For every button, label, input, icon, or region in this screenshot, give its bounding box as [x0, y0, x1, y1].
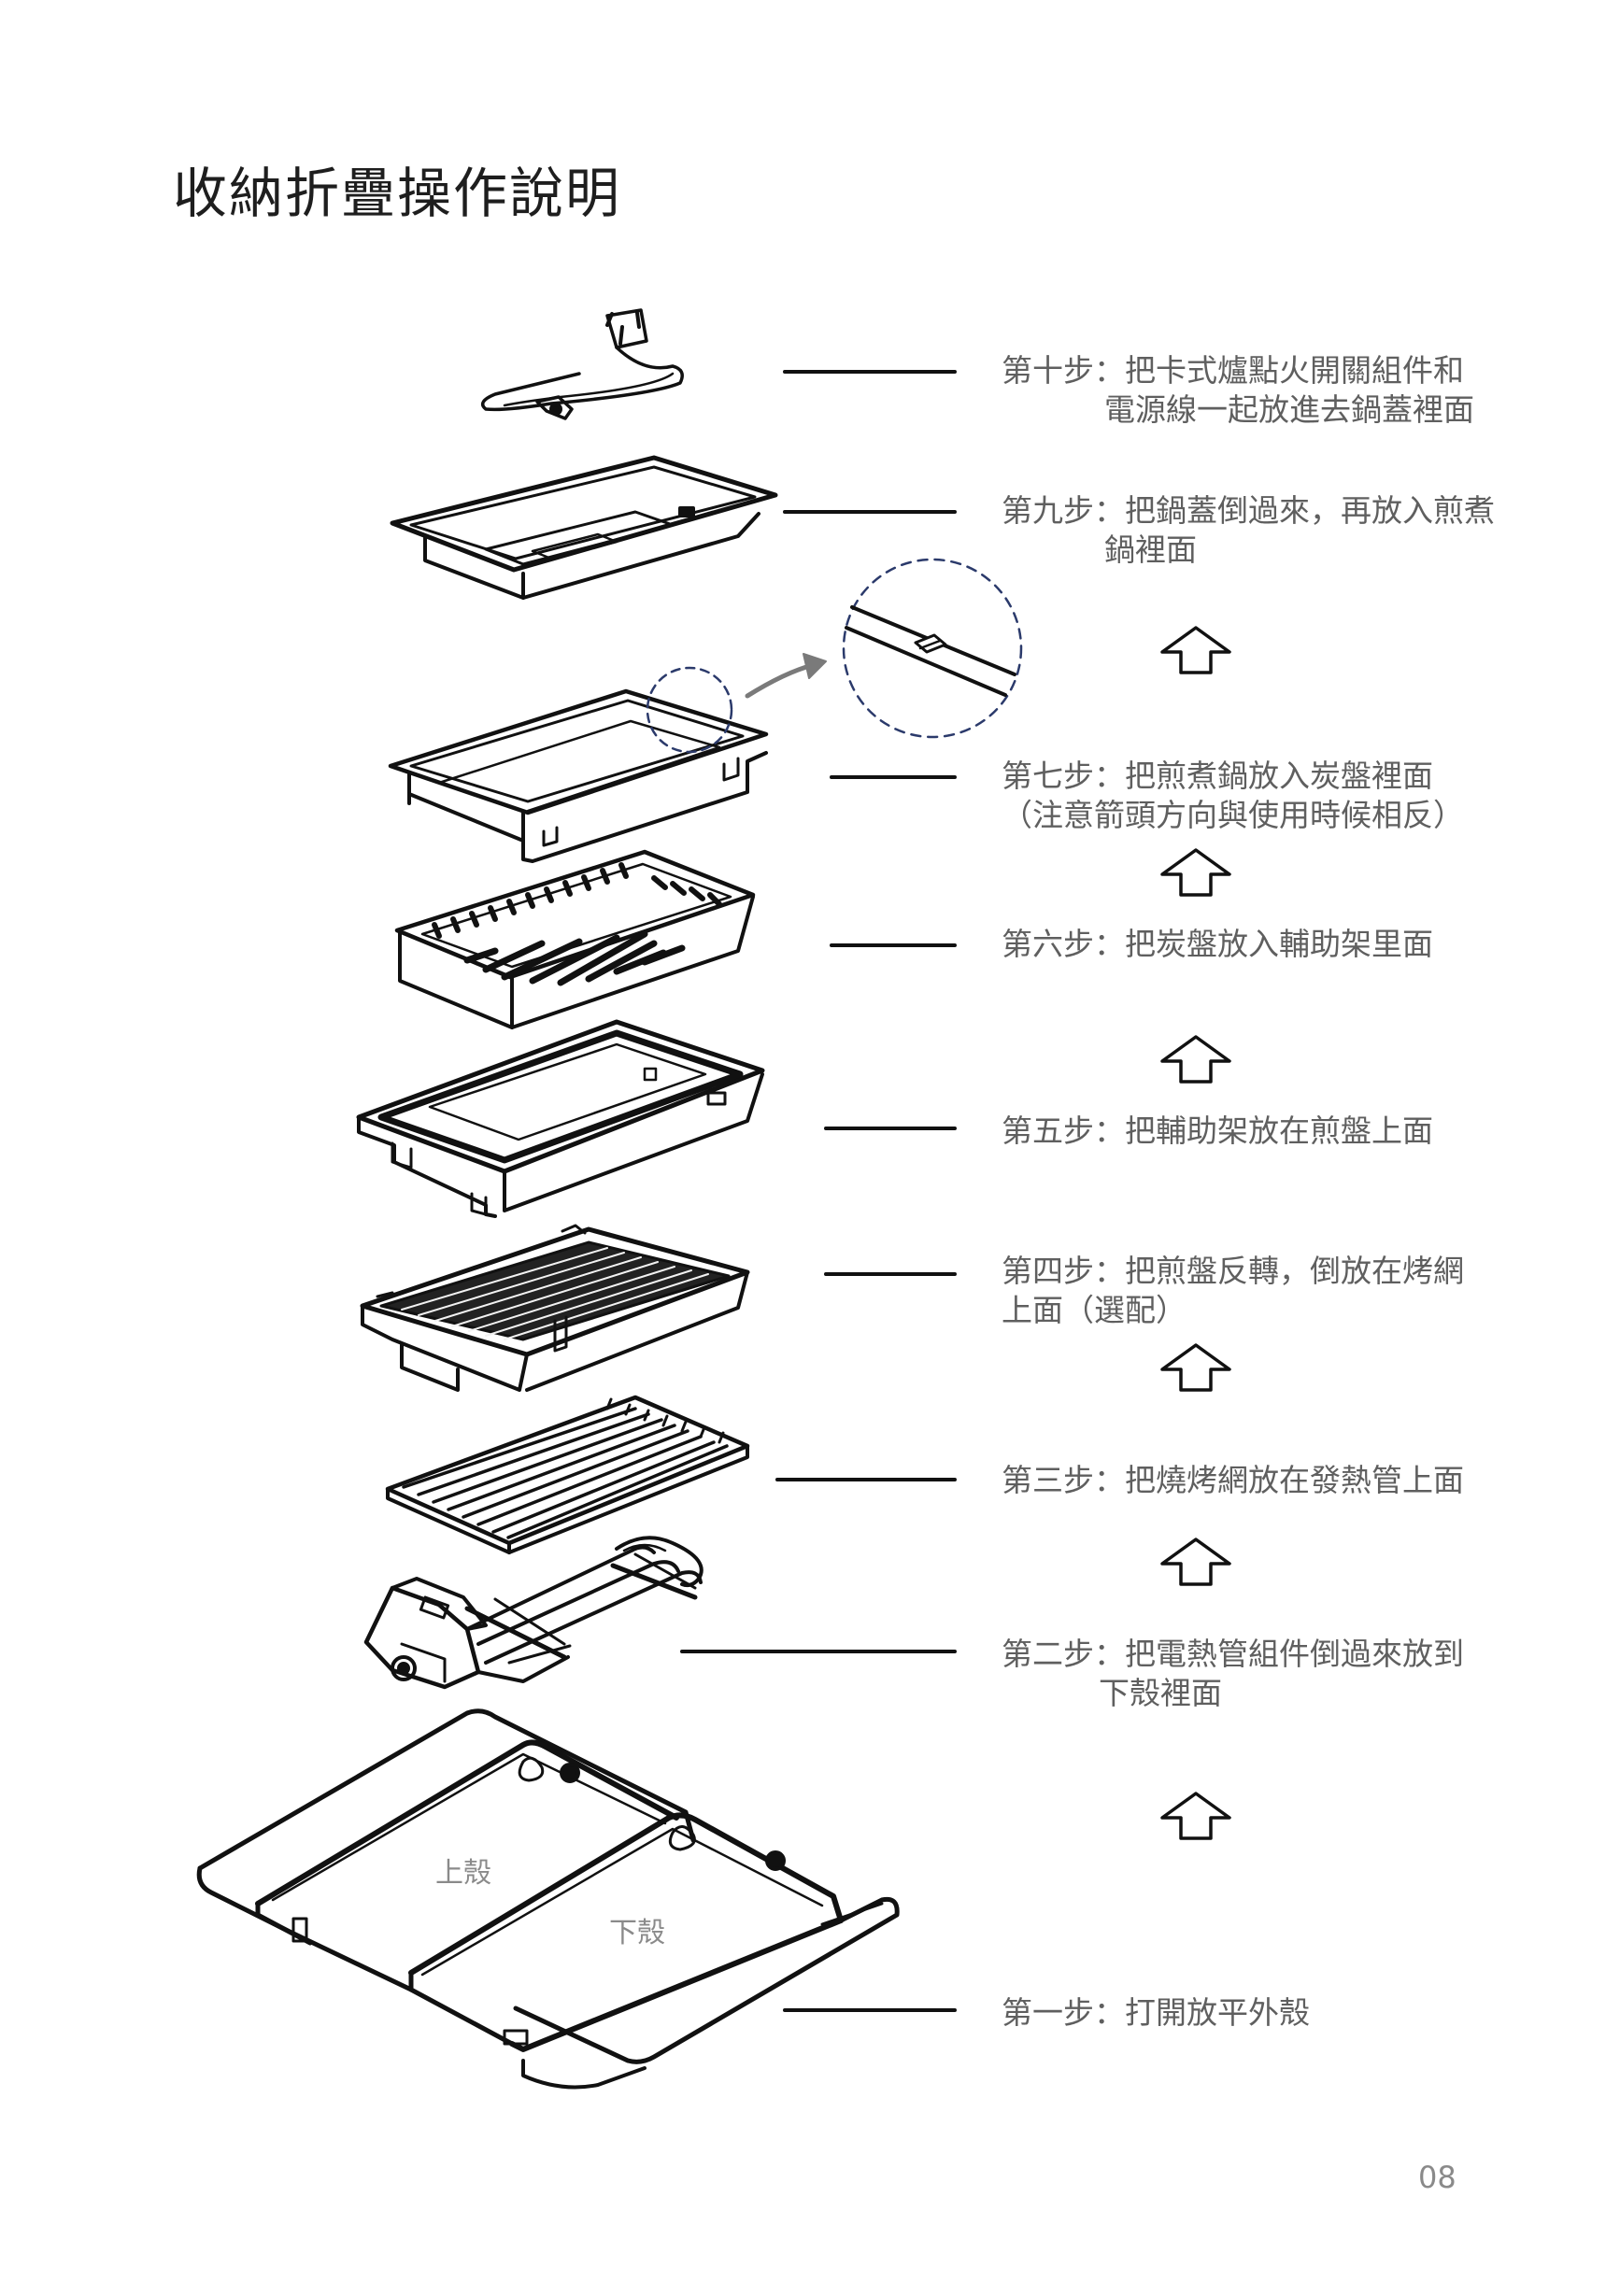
step-3-text: 第三步：把燒烤網放在發熱管上面 — [1002, 1461, 1464, 1500]
step-10-text: 第十步：把卡式爐點火開關組件和 電源線一起放進去鍋蓋裡面 — [1002, 351, 1474, 430]
up-arrows — [1160, 626, 1231, 1840]
hollow-up-arrow-icon — [1160, 1792, 1231, 1840]
step-6-line1: 第六步：把炭盤放入輔助架里面 — [1002, 926, 1433, 962]
outer-shell-component — [196, 1708, 900, 2090]
step-9-line2: 鍋裡面 — [1104, 531, 1197, 568]
step-4-line1: 第四步：把煎盤反轉，倒放在烤網 — [1002, 1253, 1464, 1289]
hollow-up-arrow-icon — [1160, 1538, 1231, 1586]
page-title: 收納折疊操作說明 — [173, 162, 622, 225]
step-1-line1: 第一步：打開放平外殼 — [1002, 1994, 1310, 2031]
hollow-up-arrow-icon — [1160, 1343, 1231, 1392]
step-4-line2: 上面（選配） — [1002, 1292, 1187, 1328]
charcoal-tray-component — [394, 849, 756, 1029]
lid-component — [390, 455, 778, 600]
step-5-line1: 第五步：把輔助架放在煎盤上面 — [1002, 1113, 1433, 1149]
hollow-up-arrow-icon — [1160, 626, 1231, 674]
step-10-line1: 第十步：把卡式爐點火開關組件和 — [1002, 352, 1464, 389]
step-7-line1: 第七步：把煎煮鍋放入炭盤裡面 — [1002, 758, 1433, 794]
page-number: 08 — [1418, 2160, 1457, 2195]
step-6-text: 第六步：把炭盤放入輔助架里面 — [1002, 925, 1433, 964]
step-2-line1: 第二步：把電熱管組件倒過來放到 — [1002, 1636, 1464, 1672]
step-7-line2: （注意箭頭方向與使用時候相反） — [1002, 797, 1464, 833]
step-9-text: 第九步：把鍋蓋倒過來，再放入煎煮 鍋裡面 — [1002, 491, 1495, 570]
step-1-text: 第一步：打開放平外殼 — [1002, 1993, 1310, 2033]
cooking-pot-component — [388, 558, 1023, 863]
griddle-plate-component — [360, 1224, 750, 1392]
lower-shell-label: 下殼 — [609, 1917, 665, 1949]
step-2-line2: 下殼裡面 — [1099, 1675, 1222, 1711]
step-4-text: 第四步：把煎盤反轉，倒放在烤網 上面（選配） — [1002, 1252, 1464, 1330]
step-9-line1: 第九步：把鍋蓋倒過來，再放入煎煮 — [1002, 492, 1495, 529]
step-2-text: 第二步：把電熱管組件倒過來放到 下殼裡面 — [1002, 1635, 1464, 1713]
step-5-text: 第五步：把輔助架放在煎盤上面 — [1002, 1112, 1433, 1151]
hollow-up-arrow-icon — [1160, 848, 1231, 897]
auxiliary-frame-component — [356, 1019, 765, 1218]
step-3-line1: 第三步：把燒烤網放在發熱管上面 — [1002, 1462, 1464, 1498]
step-10-line2: 電源線一起放進去鍋蓋裡面 — [1104, 391, 1474, 428]
step-7-text: 第七步：把煎煮鍋放入炭盤裡面 （注意箭頭方向與使用時候相反） — [1002, 757, 1464, 835]
hollow-up-arrow-icon — [1160, 1035, 1231, 1084]
grill-rack-component — [385, 1395, 750, 1554]
upper-shell-label: 上殼 — [435, 1857, 491, 1890]
power-cord-component — [480, 308, 684, 420]
leader-lines — [680, 370, 957, 2012]
heating-element-component — [363, 1536, 703, 1690]
